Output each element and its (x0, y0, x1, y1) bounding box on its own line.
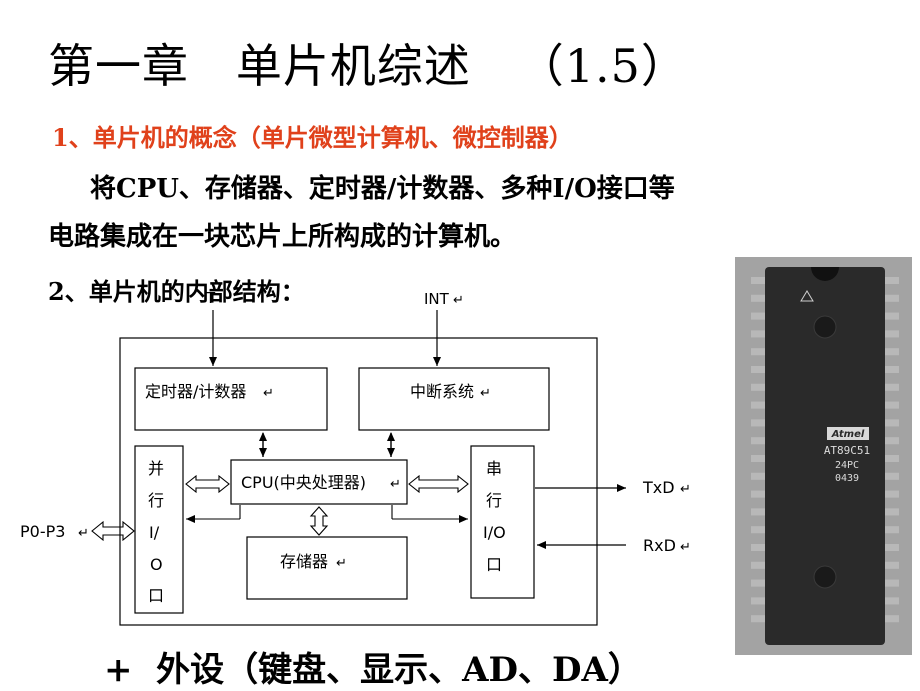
chip-pin (751, 508, 765, 516)
chip-logo-plate (827, 427, 869, 440)
section-2-heading: 2、单片机的内部结构： (48, 277, 305, 306)
chip-pin (885, 561, 899, 569)
serial-io-char: I/O (483, 523, 506, 542)
timer-counter-label: 定时器/计数器 (145, 382, 246, 401)
return-mark: ↵ (336, 556, 347, 571)
chip-pin (751, 490, 765, 498)
chip-pin (751, 544, 765, 551)
chip-pin (885, 294, 899, 302)
chip-pin (885, 437, 899, 445)
return-mark: ↵ (263, 386, 274, 401)
int-input-label: INT (424, 290, 450, 308)
ports-bus (91, 520, 135, 542)
chip-pin (751, 312, 765, 320)
cpu-parallel-io-bus (185, 474, 230, 494)
chip-code-1: 24PC (835, 460, 859, 471)
chip-pin (885, 508, 899, 516)
return-mark: ↵ (453, 293, 464, 308)
chip-pin (885, 419, 899, 427)
chip-notch (811, 267, 839, 281)
serial-io-char: 串 (486, 459, 502, 478)
slide-title: 第一章 单片机综述 （1.5） (48, 39, 688, 93)
parallel-io-char: I/ (149, 523, 160, 542)
parallel-io-char: 口 (148, 586, 164, 605)
chip-pin (885, 348, 899, 356)
chip-pin (885, 526, 899, 534)
chip-pin (751, 615, 765, 623)
chip-pin (885, 490, 899, 498)
interrupt-system-label: 中断系统 (410, 382, 474, 401)
chip-pin (751, 277, 765, 284)
memory-label: 存储器 (280, 552, 328, 571)
chip-pin (751, 348, 765, 356)
mcu-structure-diagram: 定时器/计数器 ↵ 中断系统 ↵ CPU(中央处理器) ↵ 存储器 ↵ 并 行 … (20, 289, 691, 626)
peripherals-line: + 外设（键盘、显示、AD、DA） (104, 650, 642, 690)
timer-counter-block (134, 367, 328, 431)
chip-pin (885, 579, 899, 587)
chip-dimple-top (813, 315, 837, 339)
rxd-label: RxD (643, 536, 676, 555)
txd-label: TxD (642, 478, 675, 497)
return-mark: ↵ (480, 386, 491, 401)
at89c51-chip-photo: Atmel AT89C51 24PC 0439 (735, 257, 912, 655)
chip-pin (751, 455, 765, 462)
parallel-io-block (134, 445, 184, 614)
parallel-io-char: O (150, 555, 163, 574)
chip-pins-left (751, 277, 765, 623)
chip-pin (885, 615, 899, 623)
chip-pin (885, 401, 899, 409)
chip-pin (751, 526, 765, 534)
cpu-block (230, 459, 408, 505)
chip-pin (751, 472, 765, 480)
chip-body (765, 267, 885, 645)
parallel-io-char: 并 (148, 459, 164, 478)
chip-pin (751, 597, 765, 605)
chip-pin (751, 330, 765, 338)
chip-pin (885, 455, 899, 462)
chip-logo: Atmel (831, 429, 865, 440)
definition-line-2: 电路集成在一块芯片上所构成的计算机。 (48, 222, 517, 252)
cpu-serial-io-bus (408, 474, 469, 494)
return-mark: ↵ (680, 482, 691, 497)
chip-pins-right (885, 277, 899, 623)
chip-dimple-bottom (813, 565, 837, 589)
chip-pin (751, 579, 765, 587)
serial-io-char: 行 (486, 491, 502, 510)
chip-pin (885, 366, 899, 373)
chip-model: AT89C51 (824, 444, 870, 457)
chip-pin (885, 544, 899, 551)
cpu-memory-bus (309, 506, 329, 536)
chip-pin (751, 294, 765, 302)
parallel-io-char: 行 (148, 491, 164, 510)
memory-block (246, 536, 408, 600)
serial-io-char: 口 (486, 555, 502, 574)
chip-pin (751, 401, 765, 409)
interrupt-system-block (358, 367, 550, 431)
return-mark: ↵ (680, 540, 691, 555)
pin1-triangle-mark (800, 290, 814, 302)
definition-line-1: 将CPU、存储器、定时器/计数器、多种I/O接口等 (90, 174, 675, 204)
return-mark: ↵ (390, 477, 401, 492)
chip-pin (751, 561, 765, 569)
return-mark: ↵ (78, 526, 89, 541)
chip-pin (751, 366, 765, 373)
ports-label: P0-P3 (20, 522, 65, 541)
chip-pin (885, 472, 899, 480)
chip-pin (885, 330, 899, 338)
chip-pin (751, 383, 765, 391)
chip-pin (885, 383, 899, 391)
chip-pin (885, 597, 899, 605)
chip-pin (751, 419, 765, 427)
cpu-label: CPU(中央处理器) (241, 473, 366, 492)
section-1-heading: 1、单片机的概念（单片微型计算机、微控制器） (52, 123, 573, 152)
serial-io-block (470, 445, 535, 599)
chip-pin (885, 312, 899, 320)
chip-pin (885, 277, 899, 284)
chip-pin (751, 437, 765, 445)
timer-input-label: T (205, 289, 216, 307)
chip-code-2: 0439 (835, 473, 859, 484)
mcu-outer-box (119, 337, 598, 626)
